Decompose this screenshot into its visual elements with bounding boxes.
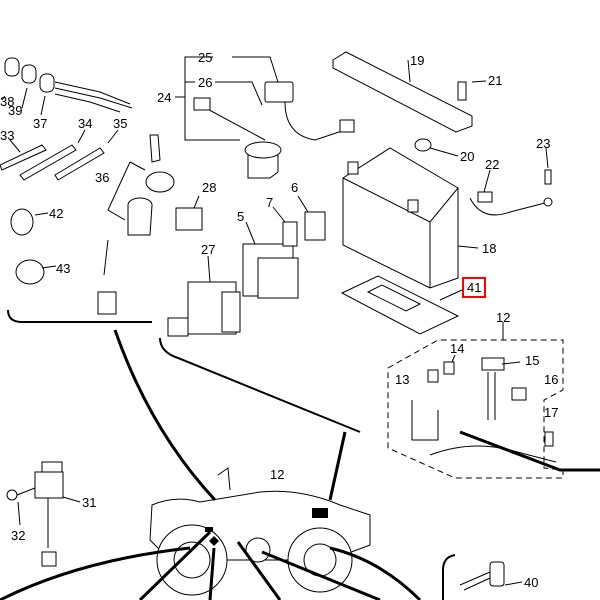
callout-21[interactable]: 21	[488, 73, 503, 88]
battery-lead-drawing	[469, 147, 553, 216]
callout-12-vehicle[interactable]: 12	[270, 467, 285, 482]
battery-band-drawing	[332, 51, 487, 157]
switch-40-drawing	[442, 554, 523, 600]
rubber-caps-drawing	[1, 57, 133, 116]
center-group-bracket	[159, 337, 361, 433]
callout-36[interactable]: 36	[95, 170, 110, 185]
callout-31[interactable]: 31	[82, 495, 97, 510]
callout-35[interactable]: 35	[113, 116, 128, 131]
wire-harness-drawing	[387, 322, 564, 479]
callout-22[interactable]: 22	[485, 157, 500, 172]
left-group-bracket	[7, 309, 152, 323]
callout-13[interactable]: 13	[395, 372, 410, 387]
callout-41-highlighted[interactable]: 41	[462, 277, 487, 298]
callout-24[interactable]: 24	[157, 90, 172, 105]
callout-34[interactable]: 34	[78, 116, 93, 131]
callout-19[interactable]: 19	[410, 53, 425, 68]
callout-32[interactable]: 32	[11, 528, 26, 543]
callout-16[interactable]: 16	[544, 372, 559, 387]
callout-7[interactable]: 7	[266, 195, 274, 210]
callout-17[interactable]: 17	[544, 405, 559, 420]
clip-clamp-drawing	[10, 208, 57, 285]
callout-14[interactable]: 14	[450, 341, 465, 356]
main-switch-drawing	[97, 134, 175, 315]
callout-38[interactable]: 38	[0, 94, 15, 109]
callout-28[interactable]: 28	[202, 180, 217, 195]
callout-26[interactable]: 26	[198, 75, 213, 90]
battery-pad-drawing	[340, 275, 463, 335]
callout-23[interactable]: 23	[536, 136, 551, 151]
cable-ties-drawing	[0, 129, 119, 181]
relays-drawing	[167, 195, 326, 337]
callout-5[interactable]: 5	[237, 209, 245, 224]
callout-39[interactable]: 39	[8, 103, 23, 118]
callout-42[interactable]: 42	[49, 206, 64, 221]
callout-37[interactable]: 37	[33, 116, 48, 131]
callout-43[interactable]: 43	[56, 261, 71, 276]
starter-relay-drawing	[175, 56, 355, 179]
callout-27[interactable]: 27	[201, 242, 216, 257]
callout-18[interactable]: 18	[482, 241, 497, 256]
atv-vehicle-drawing	[149, 467, 371, 596]
leader-lines	[0, 329, 600, 600]
callout-6[interactable]: 6	[291, 180, 299, 195]
callout-20[interactable]: 20	[460, 149, 475, 164]
sensor-drawing	[6, 461, 81, 567]
callout-33[interactable]: 33	[0, 128, 15, 143]
callout-15[interactable]: 15	[525, 353, 540, 368]
callout-12[interactable]: 12	[496, 310, 511, 325]
battery-drawing	[342, 147, 479, 289]
callout-25[interactable]: 25	[198, 50, 213, 65]
callout-40[interactable]: 40	[524, 575, 539, 590]
